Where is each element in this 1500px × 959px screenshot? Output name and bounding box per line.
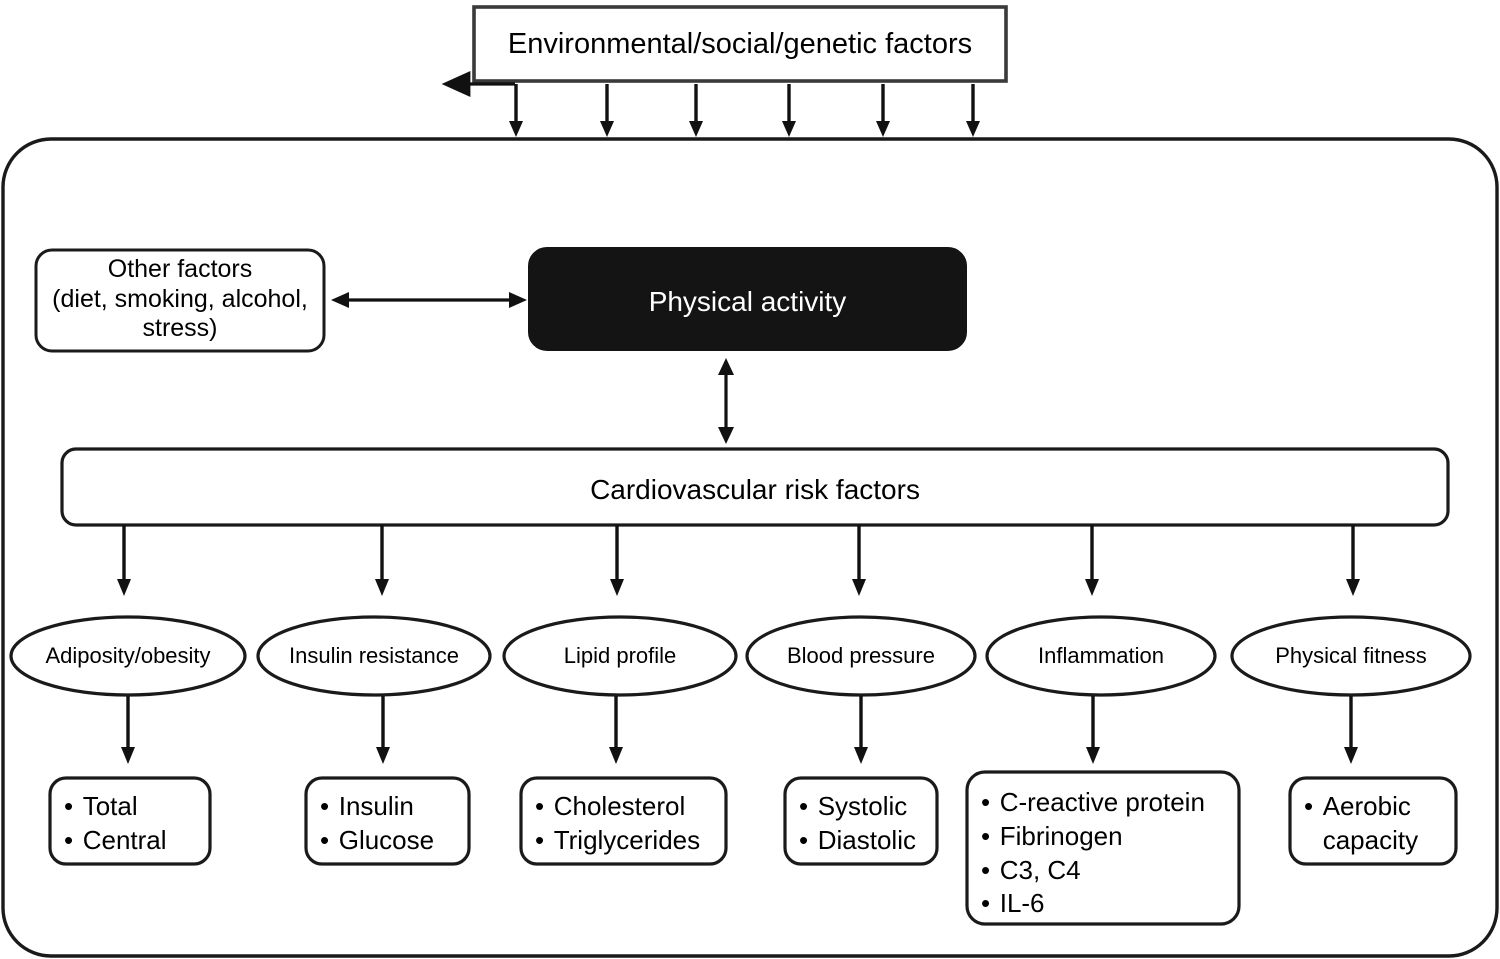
- leaf-arrow-5-head: [1086, 747, 1100, 764]
- leaf-list-item: Fibrinogen: [981, 820, 1205, 854]
- top-arrow-3-head: [689, 121, 703, 137]
- risk-factors-frame: [60, 447, 1450, 527]
- ellipse-fitness[interactable]: [1230, 615, 1472, 697]
- ellipse-lipid[interactable]: [502, 615, 738, 697]
- leaf-list-lipid: CholesterolTriglycerides: [535, 790, 700, 858]
- ellipse-adiposity[interactable]: [9, 615, 247, 697]
- risk-arrow-1-head: [117, 579, 131, 596]
- top-box-frame: [472, 5, 1008, 83]
- other-factors-frame: [34, 248, 326, 353]
- leaf-arrow-4-head: [854, 747, 868, 764]
- top-arrow-6-head: [966, 121, 980, 137]
- top-arrow-1-head: [509, 121, 523, 137]
- leaf-arrow-6-head: [1344, 747, 1358, 764]
- risk-arrow-2-head: [375, 579, 389, 596]
- branch-ellipses: [9, 615, 1472, 697]
- leaf-arrow-1-head: [121, 747, 135, 764]
- leaf-list-item: Cholesterol: [535, 790, 700, 824]
- risk-to-ellipse-arrows: [117, 525, 1360, 596]
- top-arrow-2-head: [600, 121, 614, 137]
- leaf-list-item: Triglycerides: [535, 824, 700, 858]
- ellipse-bloodpress[interactable]: [745, 615, 977, 697]
- top-arrows: [509, 84, 980, 137]
- top-arrow-5-head: [876, 121, 890, 137]
- leaf-list-item: C-reactive protein: [981, 786, 1205, 820]
- risk-arrow-6-head: [1346, 579, 1360, 596]
- physical-activity-frame: [528, 247, 967, 351]
- leaf-arrow-2-head: [376, 747, 390, 764]
- risk-arrow-3-head: [610, 579, 624, 596]
- leaf-list-insulin: InsulinGlucose: [320, 790, 434, 858]
- link-activity-to-risk: [718, 358, 734, 444]
- leaf-list-item: Total: [64, 790, 167, 824]
- leaf-list-item: Insulin: [320, 790, 434, 824]
- leaf-list-inflam: C-reactive proteinFibrinogenC3, C4IL-6: [981, 786, 1205, 921]
- ellipse-inflam[interactable]: [985, 615, 1217, 697]
- risk-arrow-5-head: [1085, 579, 1099, 596]
- top-arrow-4-head: [782, 121, 796, 137]
- leaf-arrow-3-head: [609, 747, 623, 764]
- leaf-list-item: Glucose: [320, 824, 434, 858]
- leaf-list-item: C3, C4: [981, 854, 1205, 888]
- ellipse-to-leaf-arrows: [121, 696, 1358, 764]
- outer-container-frame: [1, 137, 1499, 958]
- leaf-list-item: IL-6: [981, 887, 1205, 921]
- leaf-list-item: Central: [64, 824, 167, 858]
- ellipse-insulin[interactable]: [256, 615, 492, 697]
- leaf-list-bloodpress: SystolicDiastolic: [799, 790, 916, 858]
- link-other-to-activity: [331, 292, 527, 308]
- leaf-list-adiposity: TotalCentral: [64, 790, 167, 858]
- risk-arrow-4-head: [852, 579, 866, 596]
- leaf-list-item: Diastolic: [799, 824, 916, 858]
- leaf-list-item: Systolic: [799, 790, 916, 824]
